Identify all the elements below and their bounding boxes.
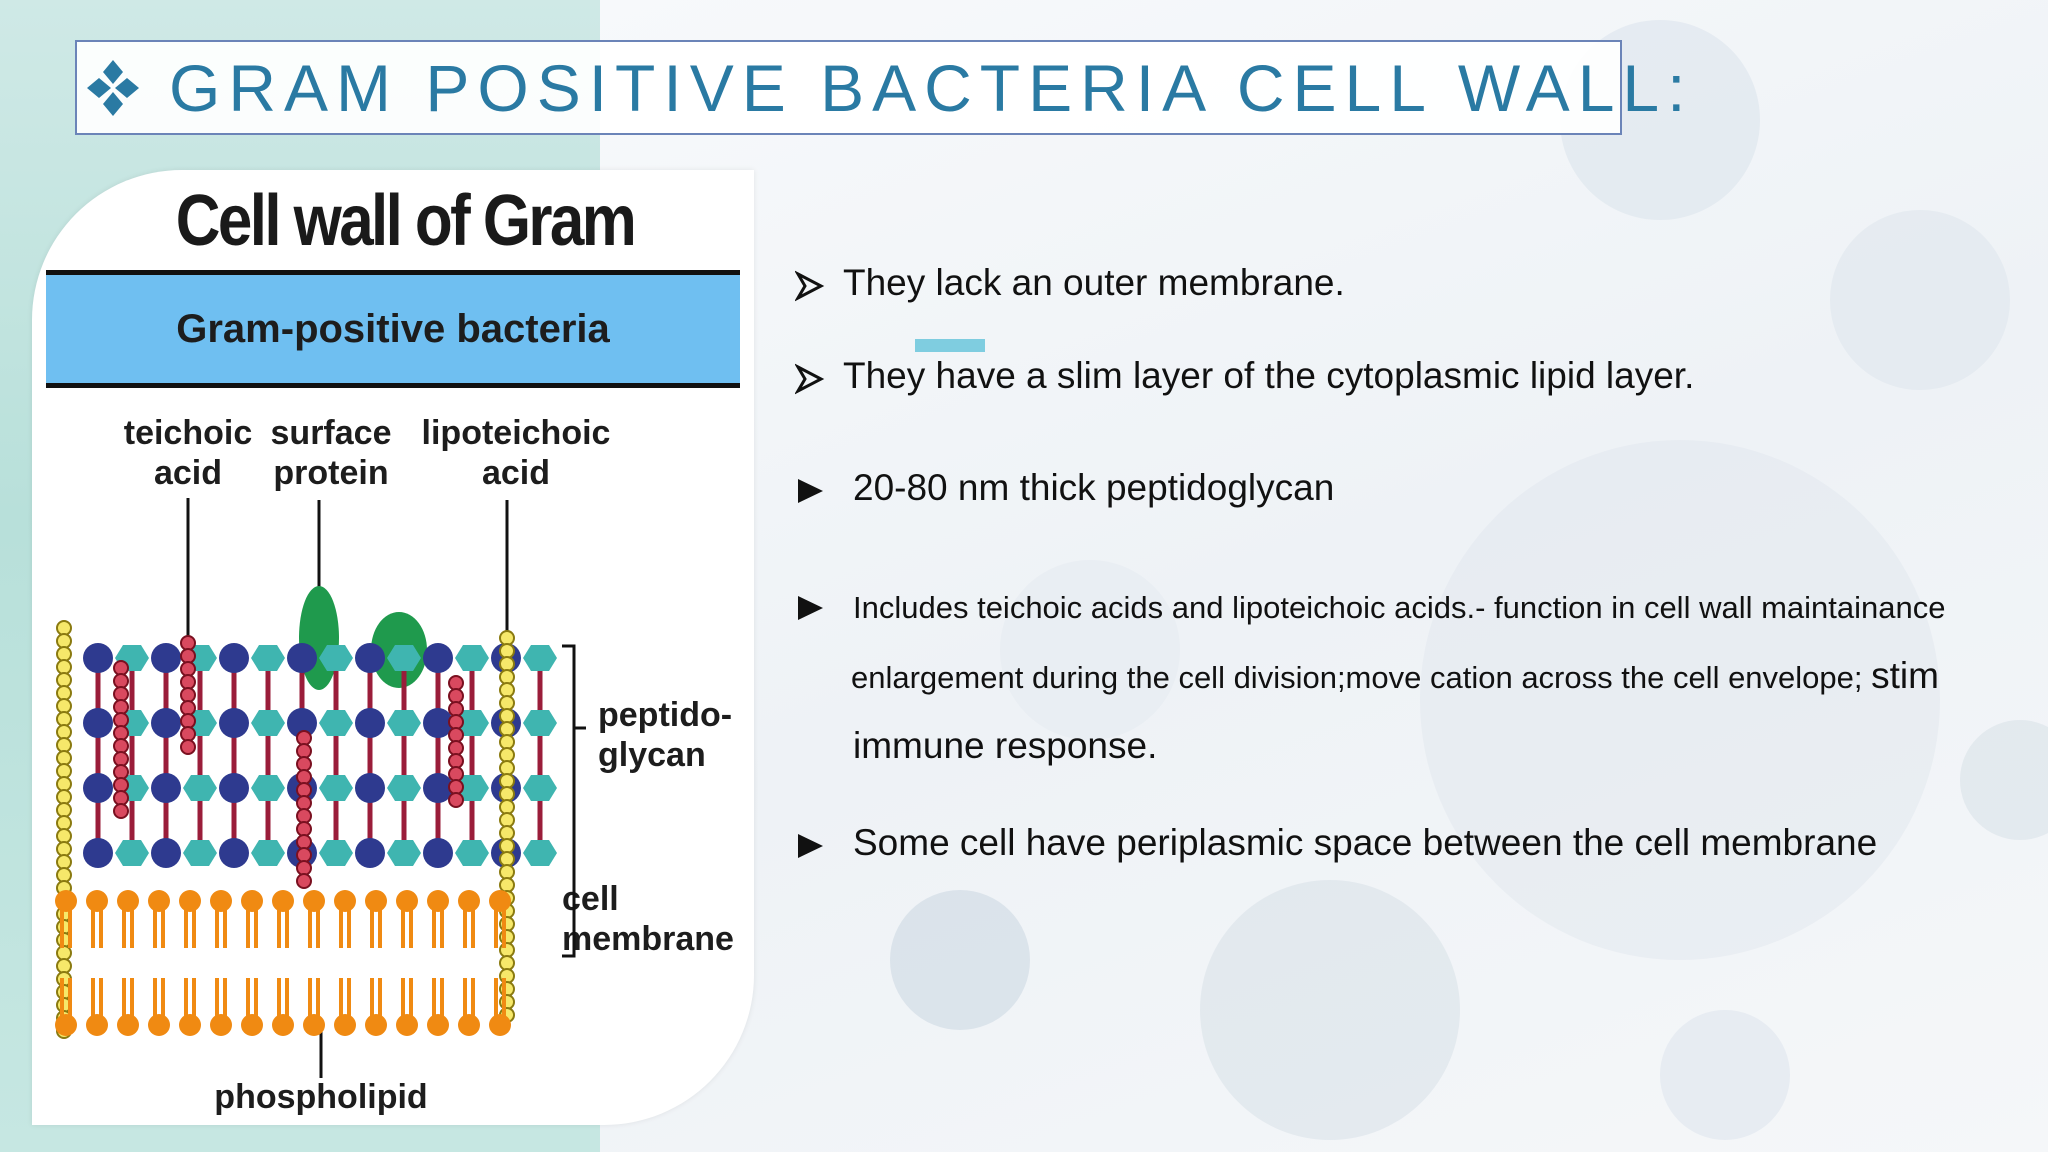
figure-band-label: Gram-positive bacteria (176, 306, 610, 351)
figure-divider (46, 270, 740, 275)
label-teichoic: teichoic (124, 414, 252, 452)
background-bubble (1420, 440, 1940, 960)
bullet-item: They have a slim layer of the cytoplasmi… (795, 355, 1694, 399)
label-cell: cell (562, 880, 619, 918)
bullet-text: They have a slim layer of the cytoplasmi… (843, 355, 1695, 396)
label-phospholipid: phospholipid (214, 1078, 427, 1116)
surface-protein-shape (299, 586, 339, 690)
background-bubble (890, 890, 1030, 1030)
bullet-text-line: enlargement during the cell division;mov… (851, 642, 1945, 712)
slide-title-box: GRAM POSITIVE BACTERIA CELL WALL: (75, 40, 1685, 135)
arrow-outline-bullet-icon (795, 270, 825, 302)
accent-bar (915, 339, 985, 352)
cell-wall-figure: Cell wall of Gram Positive Gram-positive… (32, 170, 754, 1125)
bullet-item: Some cell have periplasmic space between… (795, 822, 1877, 866)
label-surface-protein: protein (273, 454, 388, 492)
bullet-text-line: immune response. (853, 725, 1158, 766)
bullet-item: They lack an outer membrane. (795, 262, 1345, 306)
background-bubble (1960, 720, 2048, 840)
background-bubble (1200, 880, 1460, 1140)
bullet-item: 20-80 nm thick peptidoglycan (795, 467, 1334, 511)
bullet-item: Includes teichoic acids and lipoteichoic… (795, 588, 1945, 780)
label-lipoteichoic: lipoteichoic (422, 414, 611, 452)
triangle-bullet-icon (798, 596, 823, 620)
figure-divider (46, 383, 740, 388)
label-peptido: peptido- (598, 696, 732, 734)
triangle-bullet-icon (798, 479, 823, 503)
figure-band: Gram-positive bacteria (46, 275, 740, 383)
bullet-text-fragment: stim (1871, 655, 1939, 696)
triangle-bullet-icon (798, 834, 823, 858)
bullet-text: 20-80 nm thick peptidoglycan (853, 467, 1335, 508)
bullet-text-fragment: enlargement during the cell division;mov… (851, 660, 1872, 695)
background-bubble (1830, 210, 2010, 390)
arrow-outline-bullet-icon (795, 363, 825, 395)
cell-membrane-shape (55, 890, 511, 1036)
label-surface: surface (271, 414, 392, 452)
bullet-text: They lack an outer membrane. (843, 262, 1345, 303)
slide-title: GRAM POSITIVE BACTERIA CELL WALL: (169, 50, 1694, 125)
bullet-list: They lack an outer membrane. They have a… (795, 0, 2048, 1152)
label-teichoic-acid: acid (154, 454, 222, 492)
bullet-text: Some cell have periplasmic space between… (853, 822, 1878, 863)
background-bubble (1000, 560, 1180, 740)
cell-wall-diagram: teichoic acid surface protein lipoteicho… (55, 414, 734, 1116)
label-membrane: membrane (562, 920, 734, 958)
label-lipoteichoic-acid: acid (482, 454, 550, 492)
diamond-cluster-icon (83, 53, 143, 123)
label-glycan: glycan (598, 736, 706, 774)
background-bubble (1660, 1010, 1790, 1140)
bullet-text-line: Includes teichoic acids and lipoteichoic… (853, 590, 1946, 625)
